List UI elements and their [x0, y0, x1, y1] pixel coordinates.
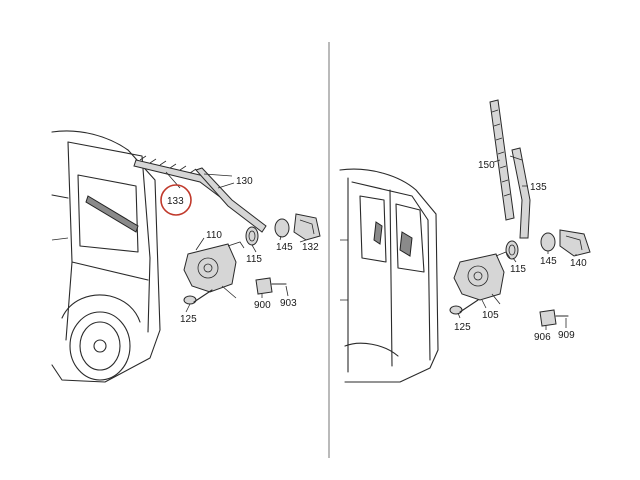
- left-label-903: 903: [280, 298, 297, 309]
- left-nut-145: [274, 218, 290, 238]
- left-label-900: 900: [254, 300, 271, 311]
- highlight-ring-133: [160, 184, 192, 216]
- right-cover-140: [559, 229, 591, 257]
- right-label-125: 125: [454, 322, 471, 333]
- right-label-145: 145: [540, 256, 557, 267]
- right-label-906: 906: [534, 332, 551, 343]
- right-label-140: 140: [570, 258, 587, 269]
- left-label-110: 110: [206, 230, 222, 241]
- left-seal-115: [245, 226, 259, 246]
- left-connector-900: [255, 277, 273, 295]
- right-connector-906: [539, 309, 557, 327]
- left-label-145: 145: [276, 242, 293, 253]
- left-glass-wiper: [85, 195, 139, 233]
- right-bolt-125: [449, 299, 479, 315]
- right-panel: 150 135 115 145 140 125 105 906 909: [339, 99, 591, 383]
- right-label-909: 909: [558, 330, 575, 341]
- left-leader-lines: [165, 171, 307, 313]
- left-wiper-blade-133: [133, 155, 227, 201]
- right-label-150: 150: [478, 160, 495, 171]
- left-bolt-125: [183, 289, 213, 305]
- left-wiper-motor-110: [183, 241, 245, 299]
- right-wiper-arm-135: [509, 147, 531, 239]
- left-label-133: 133: [167, 196, 184, 207]
- left-label-132: 132: [302, 242, 319, 253]
- right-wiper-blade-150: [489, 99, 515, 221]
- left-wiper-arm-130: [195, 167, 267, 233]
- left-panel: 130 133 110 145 132 115 125 900 903: [51, 130, 321, 383]
- right-nut-145: [540, 232, 556, 252]
- left-van-body: [51, 130, 161, 383]
- right-label-135: 135: [530, 182, 547, 193]
- right-label-105: 105: [482, 310, 499, 321]
- right-seal-115: [505, 240, 519, 260]
- left-label-130: 130: [236, 176, 253, 187]
- right-label-115: 115: [510, 264, 526, 275]
- right-wiper-motor-105: [453, 251, 511, 305]
- left-label-115: 115: [246, 254, 262, 265]
- left-cover-132: [293, 213, 321, 241]
- left-label-125: 125: [180, 314, 197, 325]
- left-wheel: [69, 311, 131, 381]
- right-door-handle: [399, 231, 413, 257]
- right-van-body: [339, 168, 439, 383]
- right-leader-lines: [457, 159, 577, 330]
